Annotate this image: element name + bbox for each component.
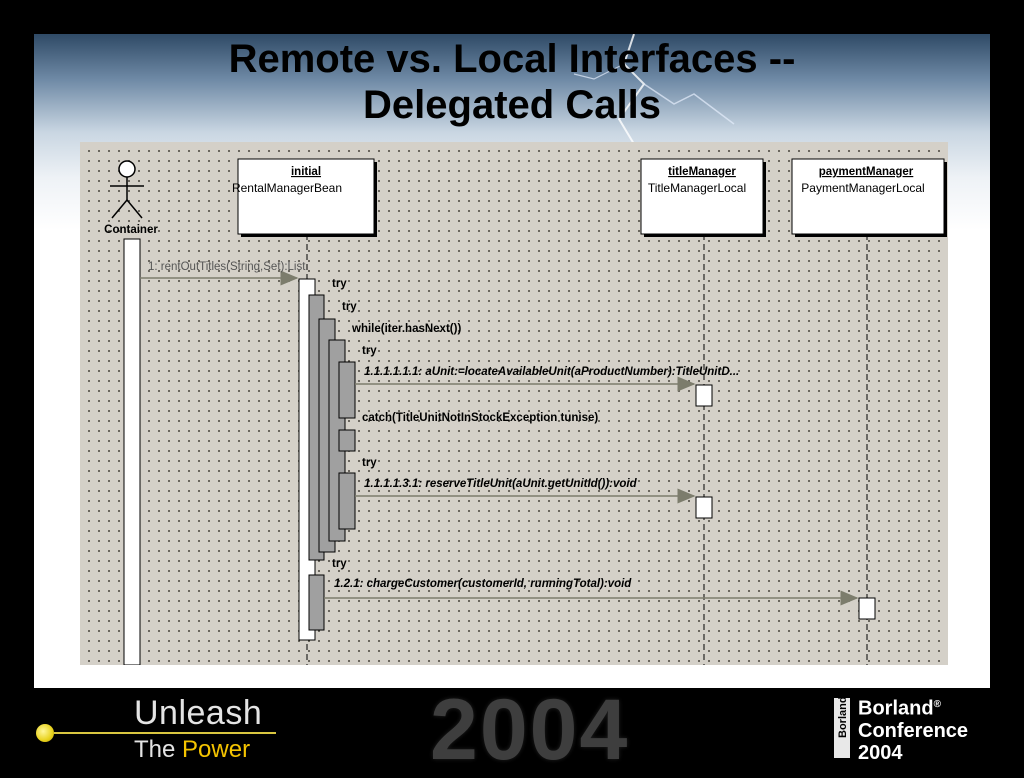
slide-title-line-1: Remote vs. Local Interfaces -- — [228, 37, 796, 81]
sequence-diagram: Container initial RentalManagerBean titl… — [80, 142, 948, 665]
message-label-charge: 1.2.1: chargeCustomer(customerId, runnin… — [334, 578, 632, 590]
unleash-text: Unleash — [134, 694, 263, 732]
object-titlemanager-type: TitleManagerLocal — [648, 181, 746, 195]
object-titlemanager-name: titleManager — [668, 166, 736, 178]
object-titlemanager[interactable]: titleManager TitleManagerLocal — [640, 158, 766, 237]
message-label-reserve: 1.1.1.1.3.1: reserveTitleUnit(aUnit.getU… — [364, 478, 638, 490]
conference-year: 2004 — [858, 741, 903, 764]
lightning-decoration — [573, 34, 735, 145]
actor-container[interactable]: Container — [104, 160, 158, 236]
slide-title-line-2: Delegated Calls — [363, 83, 661, 127]
fragment-try-5: try — [332, 558, 347, 570]
conference-branding: Borland® Conference 2004 — [858, 694, 968, 764]
object-initial-name: initial — [291, 166, 321, 178]
activation-try-5 — [308, 574, 325, 631]
object-initial[interactable]: initial RentalManagerBean — [232, 158, 377, 237]
activation-try-4 — [338, 472, 356, 530]
power-word: Power — [182, 736, 251, 763]
message-label-1: 1: rentOutTitles(String,Set):List — [148, 261, 306, 273]
activation-try-3 — [338, 361, 356, 419]
object-paymentmanager[interactable]: paymentManager PaymentManagerLocal — [791, 158, 947, 237]
slide-title: Remote vs. Local Interfaces -- Delegated… — [34, 36, 990, 128]
conference-label: Conference — [858, 719, 969, 742]
year-watermark: 2004 — [430, 682, 630, 778]
registered-mark: ® — [933, 699, 941, 710]
actor-label: Container — [104, 224, 158, 236]
activation-titlemanager-2 — [695, 496, 713, 519]
fragment-try-1: try — [332, 278, 347, 290]
object-paymentmanager-name: paymentManager — [819, 166, 914, 178]
container-activation — [123, 238, 141, 665]
fragment-catch: catch(TitleUnitNotInStockException tunis… — [362, 412, 598, 424]
activation-titlemanager-1 — [695, 384, 713, 407]
borland-label: Borland — [858, 697, 934, 720]
borland-logo-text: Borland — [837, 696, 849, 738]
yellow-dot-icon — [36, 724, 54, 742]
object-initial-type: RentalManagerBean — [232, 181, 342, 195]
fragment-try-2: try — [342, 301, 357, 313]
fragment-while: while(iter.hasNext()) — [351, 323, 461, 335]
message-label-locate: 1.1.1.1.1.1: aUnit:=locateAvailableUnit(… — [364, 366, 739, 378]
fragment-try-4: try — [362, 457, 377, 469]
object-paymentmanager-type: PaymentManagerLocal — [801, 181, 924, 195]
borland-logo-icon — [834, 698, 850, 758]
fragment-try-3: try — [362, 345, 377, 357]
the-word: The — [134, 736, 176, 763]
activation-paymentmanager — [858, 597, 876, 620]
the-power-text: The Power — [134, 736, 250, 764]
footer-divider — [54, 732, 276, 734]
activation-catch — [338, 429, 356, 452]
footer: Unleash The Power 2004 Borland Borland® … — [0, 682, 1024, 778]
